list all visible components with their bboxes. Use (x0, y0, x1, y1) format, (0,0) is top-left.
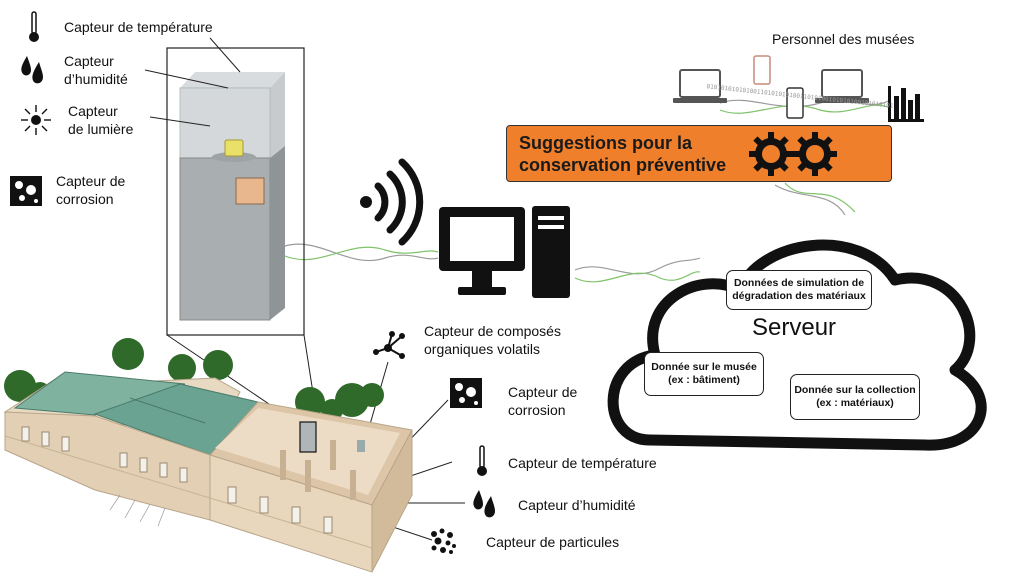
corrosion-icon (450, 378, 482, 408)
bar-chart-icon (888, 86, 924, 122)
water-drops-icon (473, 490, 495, 518)
humidity-sensor-label: Capteur d’humidité (518, 497, 636, 513)
computer-icon (439, 206, 570, 298)
server-title: Serveur (752, 314, 837, 341)
smartphone-icon (786, 87, 804, 119)
humidity-sensor-label: Capteur d’humidité (64, 53, 128, 87)
sun-icon (21, 105, 51, 135)
collection-data-box: Donnée sur la collection (ex : matériaux… (790, 374, 920, 420)
museum-data-box: Donnée sur le musée (ex : bâtiment) (644, 352, 764, 396)
vitrine-display-case (166, 47, 305, 336)
laptop-icon (815, 69, 869, 103)
data-transmission-wave (284, 99, 891, 283)
water-drops-icon (21, 56, 43, 84)
gears-icon (749, 132, 837, 176)
museum-staff-label: Personnel des musées (772, 31, 915, 47)
molecule-icon (373, 331, 405, 359)
light-sensor-label: Capteur de lumière (68, 103, 134, 137)
thermometer-icon (477, 445, 487, 476)
particle-sensor-label: Capteur de particules (486, 534, 620, 550)
museum-building (3, 371, 413, 573)
voc-sensor-label: Capteur de composés organiques volatils (424, 323, 561, 357)
trees (4, 338, 384, 421)
corrosion-icon (10, 176, 42, 206)
suggestions-label: Suggestions pour la conservation prévent… (519, 133, 727, 175)
particles-icon (431, 528, 456, 554)
preventive-conservation-suggestions-box: Suggestions pour la conservation prévent… (506, 125, 892, 182)
temperature-sensor-label: Capteur de température (508, 455, 657, 471)
laptop-icon (673, 69, 727, 103)
temperature-sensor-label: Capteur de température (64, 19, 213, 35)
smartphone-icon (753, 55, 771, 85)
corrosion-sensor-label: Capteur de corrosion (508, 384, 578, 418)
corrosion-sensor-label: Capteur de corrosion (56, 173, 126, 207)
simulation-data-box: Données de simulation de dégradation des… (726, 270, 872, 310)
thermometer-icon (29, 11, 39, 42)
wifi-signal-icon (360, 158, 424, 246)
